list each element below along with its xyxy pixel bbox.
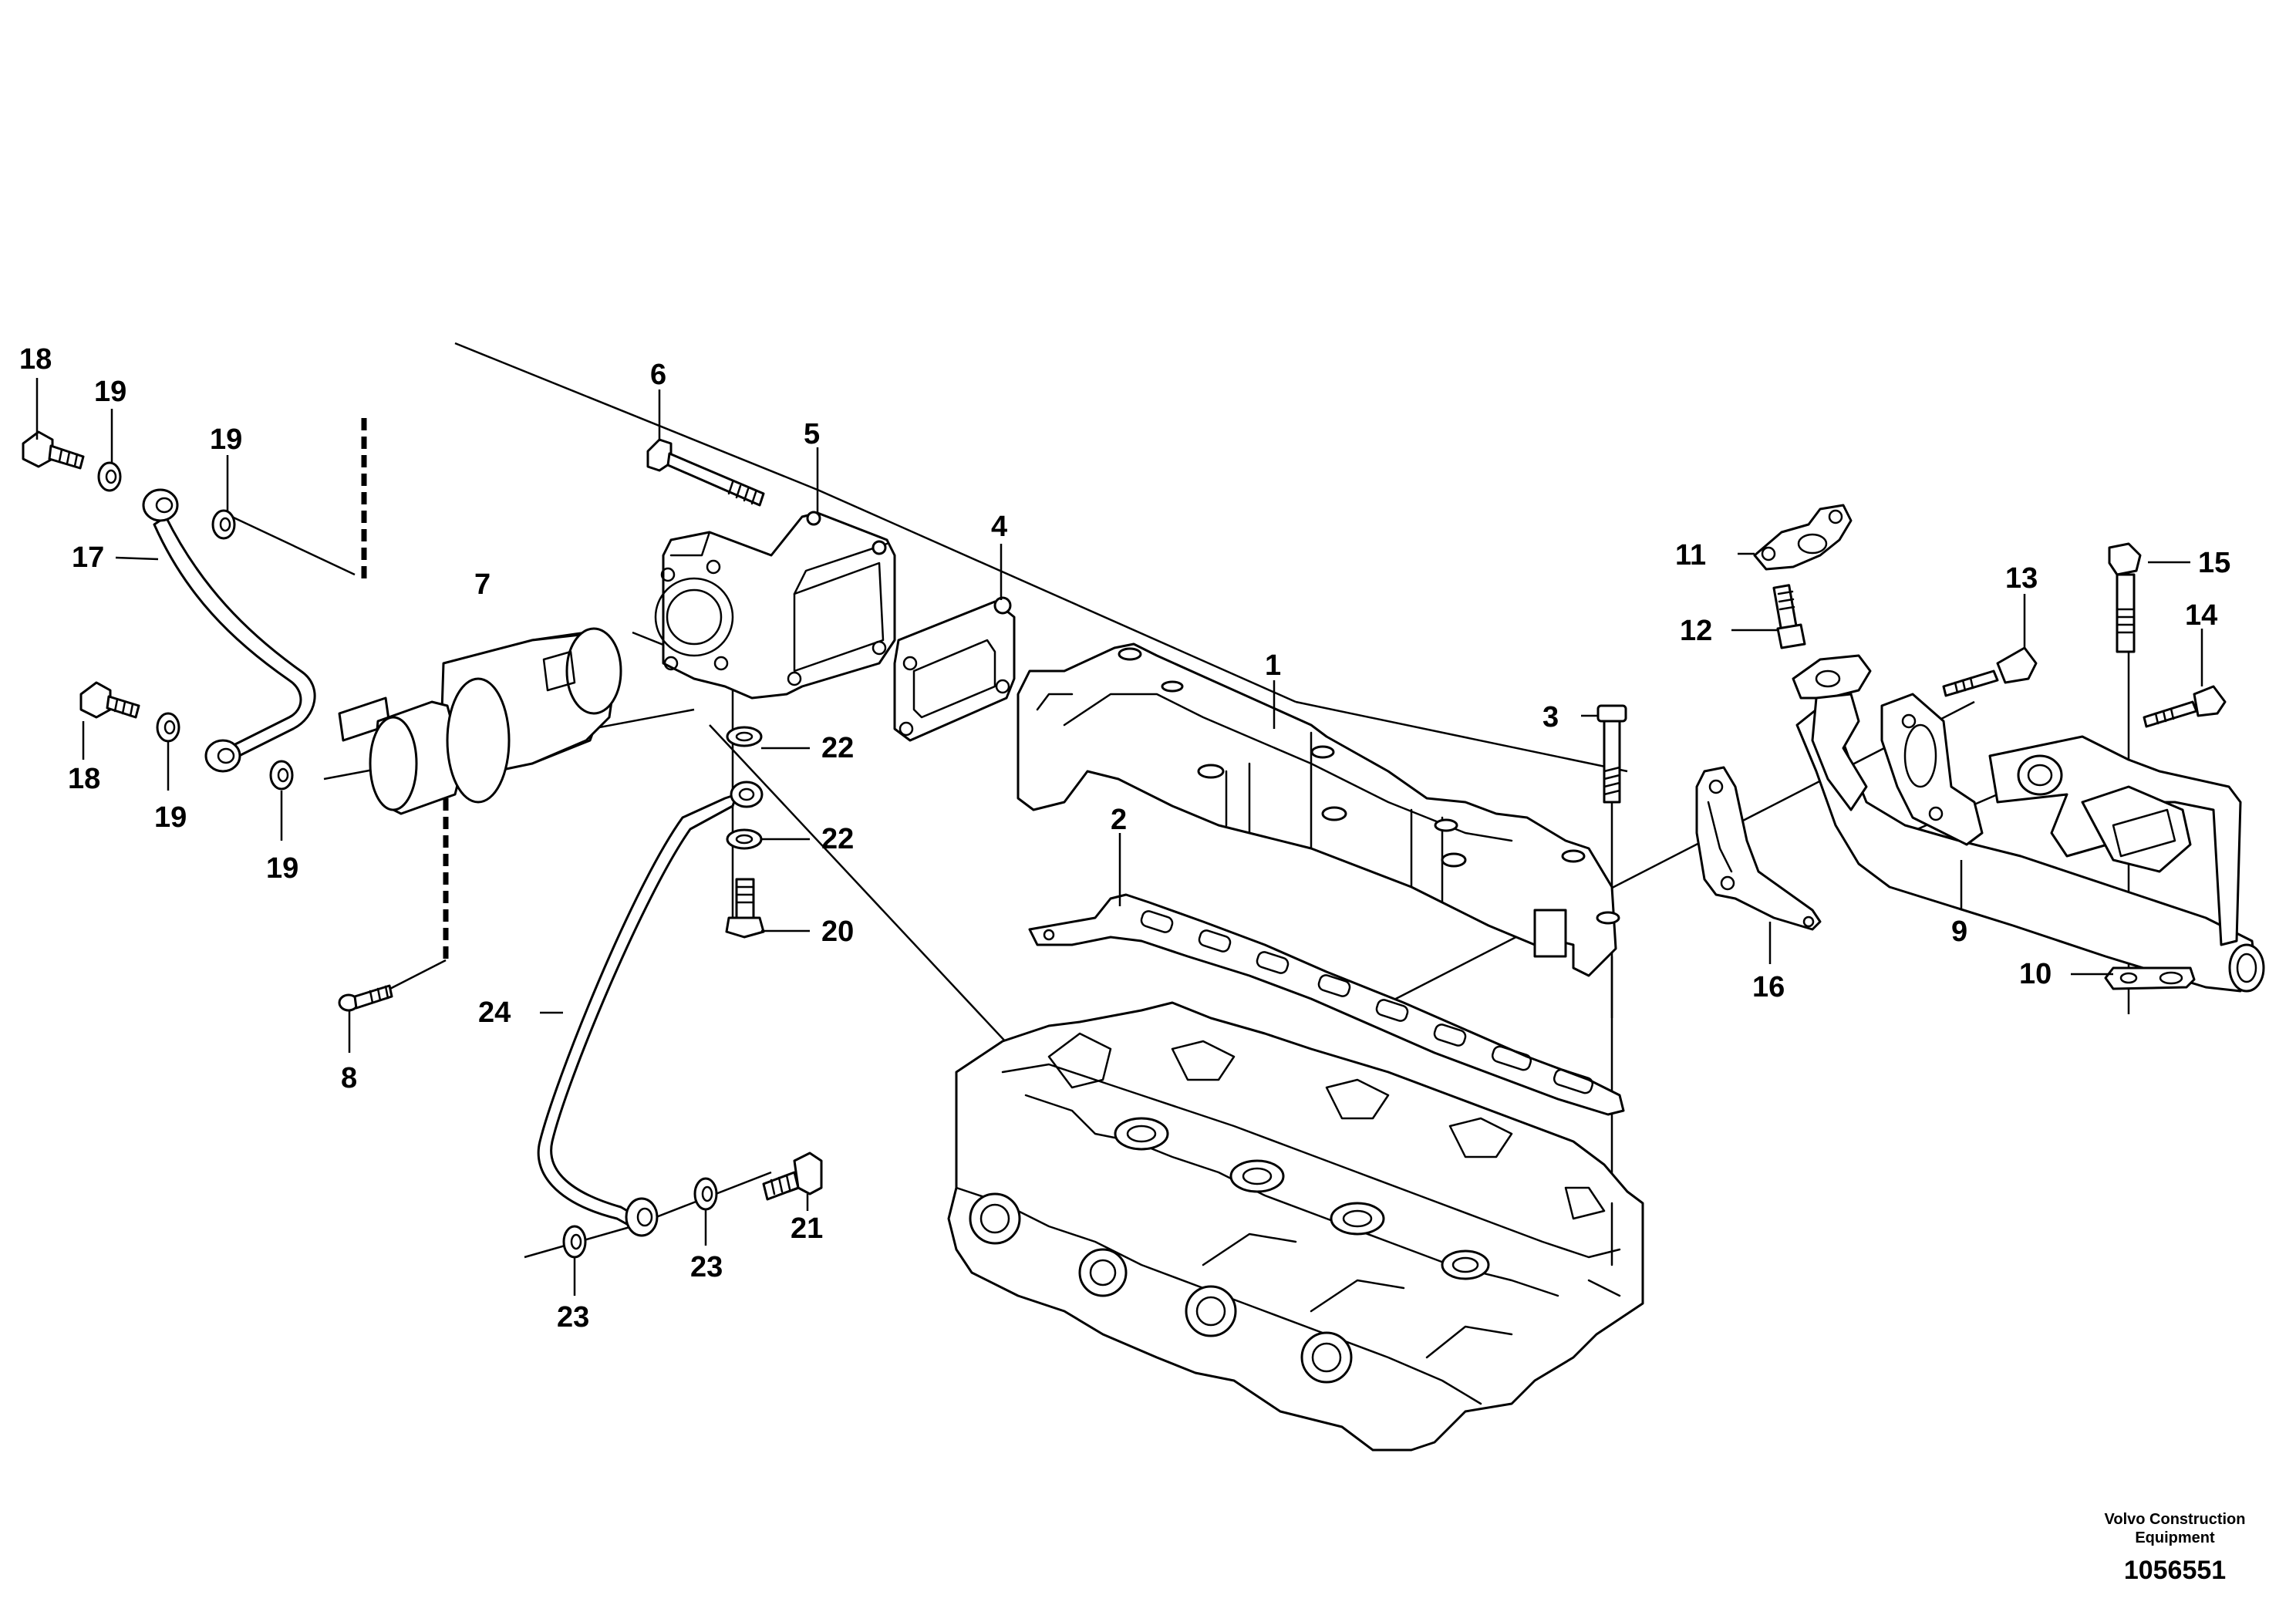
callout-19-c: 19 [154,801,187,834]
callout-5: 5 [804,418,820,450]
publisher-credit-line2: Equipment [2135,1529,2215,1546]
callout-leaders [35,378,2203,1296]
flange-gasket [893,596,1016,742]
callout-13: 13 [2005,562,2038,595]
callout-1: 1 [1265,649,1281,682]
callout-23-b: 23 [557,1301,589,1334]
bypass-pipe [1795,693,2265,993]
callout-6: 6 [650,359,666,391]
washer-23-a [693,1177,718,1211]
bolt-15 [2108,542,2142,653]
bolt-13 [1942,646,2038,697]
callout-19-d: 19 [266,852,298,885]
callout-10: 10 [2019,958,2052,990]
callout-2: 2 [1111,804,1127,836]
callout-22-b: 22 [821,823,854,855]
callout-15: 15 [2198,547,2230,579]
callout-22-a: 22 [821,732,854,764]
publisher-credit-line1: Volvo Construction [2105,1511,2246,1528]
inlet-manifold [1017,642,1620,977]
callout-21: 21 [791,1212,823,1245]
pipe-17 [142,488,316,773]
callout-18-upper: 18 [19,343,52,376]
callout-17: 17 [72,541,104,574]
pipe-flange [1792,654,1872,811]
callout-18-lower: 18 [68,763,100,795]
callout-16: 16 [1752,971,1785,1003]
callout-11: 11 [1675,539,1706,572]
washer-23-b [562,1225,587,1259]
small-screw [338,984,393,1012]
lower-washer [2104,966,2196,990]
washer-19-d [269,760,294,791]
washer-19-a [97,461,122,492]
callout-19-a: 19 [94,376,126,408]
callout-24: 24 [478,996,511,1029]
callout-numbers: 18 19 19 17 18 19 19 8 6 5 7 4 1 2 3 22 … [19,343,2230,1334]
washer-19-c [156,712,180,743]
cylinder-head [947,1001,1644,1452]
housing-bolt [646,438,765,507]
banjo-bolt-upper [22,430,85,470]
thermostat-housing [654,511,896,700]
bolt-14 [2143,685,2227,728]
flange-bolt [1772,584,1806,649]
banjo-bolt-20 [725,878,765,939]
washer-22-a [726,726,763,747]
callout-7: 7 [474,568,491,601]
callout-12: 12 [1680,615,1712,647]
callout-14: 14 [2185,599,2217,632]
document-number: 1056551 [2124,1556,2226,1585]
thermostat [338,627,622,815]
manifold-gasket [1028,893,1625,1116]
callout-23-a: 23 [690,1251,723,1283]
callout-9: 9 [1951,916,1967,948]
small-flange-gasket [1753,504,1853,571]
banjo-bolt-lower [79,681,140,719]
washer-19-b [211,509,236,540]
banjo-bolt-21 [762,1152,823,1201]
long-bolt [1596,704,1627,804]
callout-19-b: 19 [210,423,242,456]
pipe-24 [537,781,764,1237]
callout-3: 3 [1542,701,1559,733]
bracket [1695,766,1822,931]
washer-22-b [726,828,763,850]
callout-20: 20 [821,916,854,948]
footer: Volvo Construction Equipment 1056551 [2105,1511,2246,1585]
callout-4: 4 [991,511,1007,543]
callout-8: 8 [341,1062,357,1094]
